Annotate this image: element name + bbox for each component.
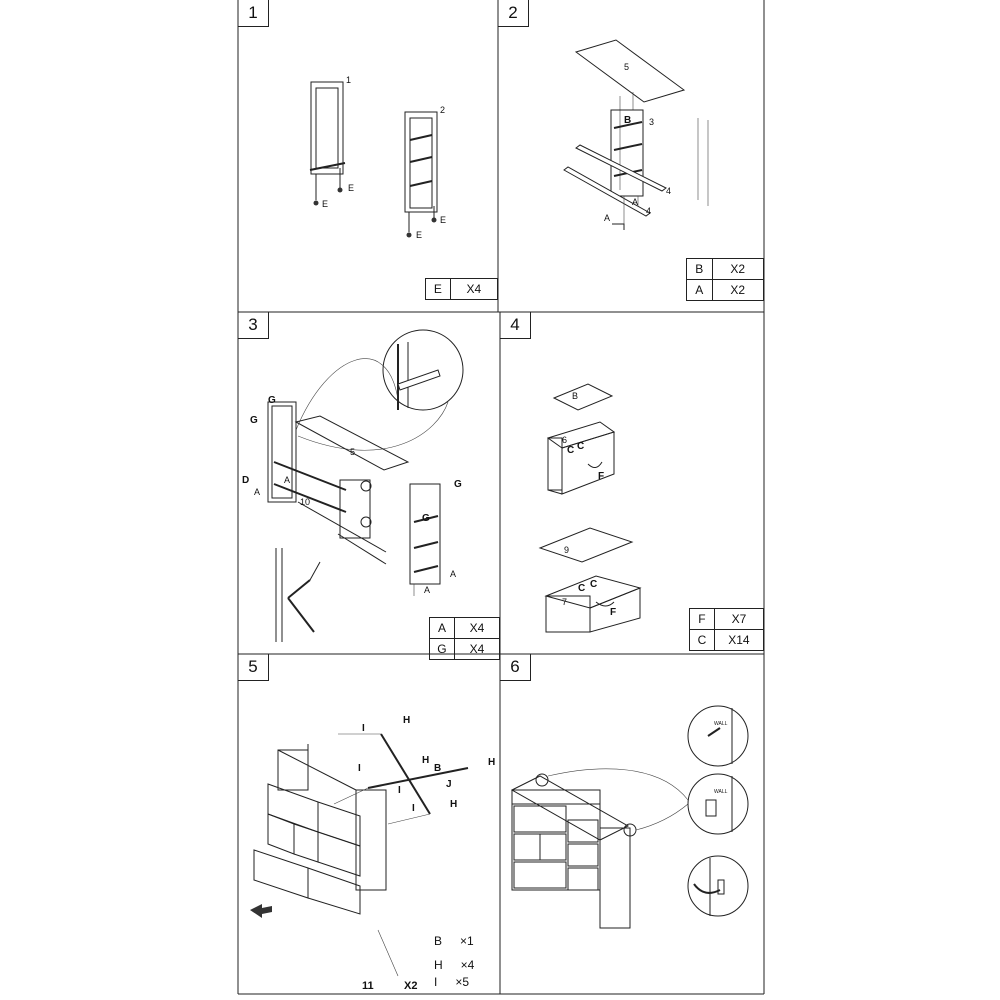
part-label: 5 [350, 447, 356, 457]
legend-qty: X4 [449, 278, 499, 300]
step-5-illustration [250, 733, 469, 977]
part-label: I [412, 803, 415, 814]
step-number: 4 [500, 312, 531, 339]
part-label: H [450, 799, 458, 810]
step-6-panel: 6 [500, 654, 764, 994]
part-label: 4 [646, 206, 652, 216]
step-number: 6 [500, 654, 531, 681]
part-label: H [488, 757, 496, 768]
part-label: B [624, 115, 632, 126]
legend-qty: X14 [713, 629, 765, 651]
part-label: A [284, 475, 291, 485]
step-number: 2 [498, 0, 529, 27]
legend-row: B ×1 [434, 934, 474, 948]
part-label: 2 [440, 105, 446, 115]
part-label: C [578, 583, 586, 594]
part-label: G [250, 415, 258, 426]
part-label: H [422, 755, 430, 766]
part-label: F [610, 607, 617, 618]
part-label: A [604, 213, 611, 223]
part-label: 11 [362, 980, 374, 992]
part-label: 9 [564, 545, 570, 555]
part-label: E [322, 199, 329, 209]
part-label: B [572, 391, 579, 401]
part-label: E [440, 215, 447, 225]
part-label: I [362, 723, 365, 734]
part-label: H [403, 715, 411, 726]
part-label: A [254, 487, 261, 497]
step-6-illustration [510, 705, 749, 929]
part-label: 1 [346, 75, 352, 85]
part-label: X2 [404, 980, 418, 992]
legend-qty: X2 [711, 279, 765, 301]
part-label: A [424, 585, 431, 595]
part-label: B [434, 763, 442, 774]
legend-row: H ×4 [434, 958, 474, 972]
step-3-illustration [267, 329, 464, 642]
part-label: 10 [300, 497, 311, 507]
part-label: 6 [562, 435, 568, 445]
part-label: 3 [649, 117, 655, 127]
step-number: 3 [238, 312, 269, 339]
part-label: C [567, 445, 575, 456]
part-label: 5 [624, 62, 630, 72]
legend-letter: H [434, 958, 443, 972]
part-label: I [398, 785, 401, 796]
legend-row: I ×5 [434, 975, 469, 989]
part-label: I [358, 763, 361, 774]
part-label: G [268, 395, 276, 406]
part-label: D [242, 475, 250, 486]
legend-letter: I [434, 975, 438, 989]
part-label: 7 [562, 597, 568, 607]
step-2-illustration [563, 39, 709, 230]
part-label: E [416, 230, 423, 240]
part-label: E [348, 183, 355, 193]
step-1-illustration [309, 81, 438, 238]
step-5-panel: 5 I H H H I [238, 654, 500, 994]
step-number: 1 [238, 0, 269, 27]
part-label: 4 [666, 186, 672, 196]
part-label: G [454, 479, 462, 490]
legend-qty: ×4 [460, 958, 475, 972]
step-number: 5 [238, 654, 269, 681]
part-label: WALL [714, 789, 728, 795]
legend-letter: B [434, 934, 443, 948]
part-label: WALL [714, 721, 728, 727]
part-label: C [577, 441, 585, 452]
part-label: C [590, 579, 598, 590]
part-label: A [632, 197, 639, 207]
step-4-illustration [538, 383, 642, 633]
legend-qty: ×1 [460, 934, 474, 948]
part-label: F [598, 471, 605, 482]
part-label: A [450, 569, 457, 579]
part-label: J [446, 779, 452, 790]
legend-qty: ×5 [455, 975, 470, 989]
part-label: G [422, 513, 430, 524]
